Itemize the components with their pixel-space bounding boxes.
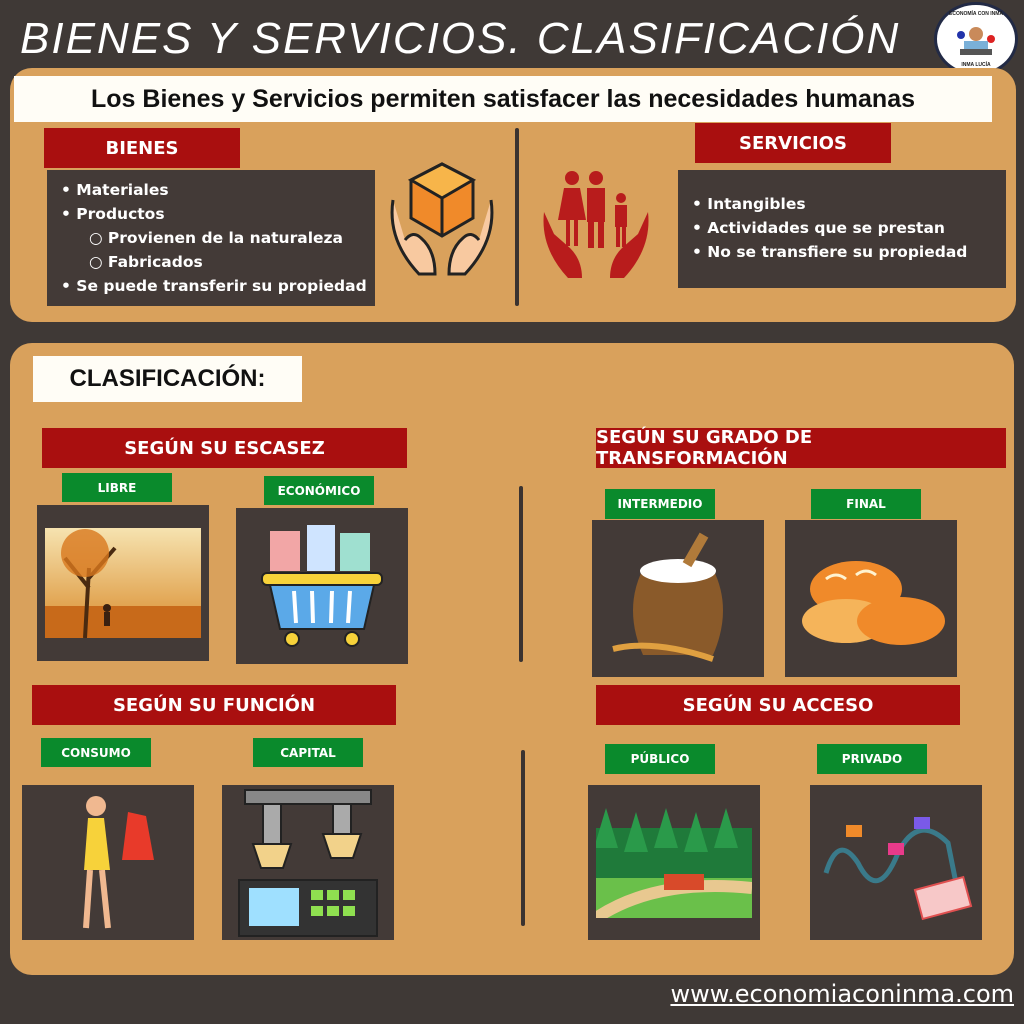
list-item: • No se transfiere su propiedad	[692, 243, 968, 261]
economico-image	[236, 508, 408, 664]
escasez-header: SEGÚN SU ESCASEZ	[42, 428, 407, 468]
consumo-label: CONSUMO	[41, 738, 151, 767]
libre-image	[37, 505, 209, 661]
publico-label: PÚBLICO	[605, 744, 715, 774]
list-item: • Intangibles	[692, 195, 806, 213]
servicios-header: SERVICIOS	[695, 123, 891, 163]
intermedio-image	[592, 520, 764, 677]
libre-label: LIBRE	[62, 473, 172, 502]
funcion-header: SEGÚN SU FUNCIÓN	[32, 685, 396, 725]
list-item: • Actividades que se prestan	[692, 219, 945, 237]
intermedio-label: INTERMEDIO	[605, 489, 715, 519]
logo-top-text: ECONOMÍA CON INMA	[949, 11, 1003, 17]
list-item: • Productos	[61, 205, 165, 223]
capital-image	[222, 785, 394, 940]
final-image	[785, 520, 957, 677]
divider	[515, 128, 519, 306]
list-item: ○ Provienen de la naturaleza	[89, 229, 344, 247]
logo-bottom-text: INMA LUCÍA	[961, 62, 991, 68]
consumo-image	[22, 785, 194, 940]
bienes-list: • Materiales • Productos ○ Provienen de …	[47, 170, 375, 306]
hands-box-icon	[390, 162, 494, 276]
servicios-list: • Intangibles • Actividades que se prest…	[678, 170, 1006, 288]
list-item: • Materiales	[61, 181, 169, 199]
website-link[interactable]: www.economiaconinma.com	[670, 980, 1014, 1008]
page-title: BIENES Y SERVICIOS. CLASIFICACIÓN	[20, 14, 901, 63]
economico-label: ECONÓMICO	[264, 476, 374, 505]
capital-label: CAPITAL	[253, 738, 363, 767]
divider	[521, 750, 525, 926]
transformacion-header: SEGÚN SU GRADO DE TRANSFORMACIÓN	[596, 427, 1006, 469]
privado-image	[810, 785, 982, 940]
intro-banner: Los Bienes y Servicios permiten satisfac…	[14, 76, 992, 122]
bienes-header: BIENES	[44, 128, 240, 168]
publico-image	[588, 785, 760, 940]
acceso-header: SEGÚN SU ACCESO	[596, 685, 960, 725]
hands-family-icon	[543, 171, 649, 278]
list-item: ○ Fabricados	[89, 253, 203, 271]
list-item: • Se puede transferir su propiedad	[61, 277, 367, 295]
clasificacion-title: CLASIFICACIÓN:	[33, 356, 302, 402]
logo: ECONOMÍA CON INMA INMA LUCÍA	[934, 2, 1018, 76]
privado-label: PRIVADO	[817, 744, 927, 774]
final-label: FINAL	[811, 489, 921, 519]
logo-avatar-icon	[957, 26, 995, 55]
divider	[519, 486, 523, 662]
